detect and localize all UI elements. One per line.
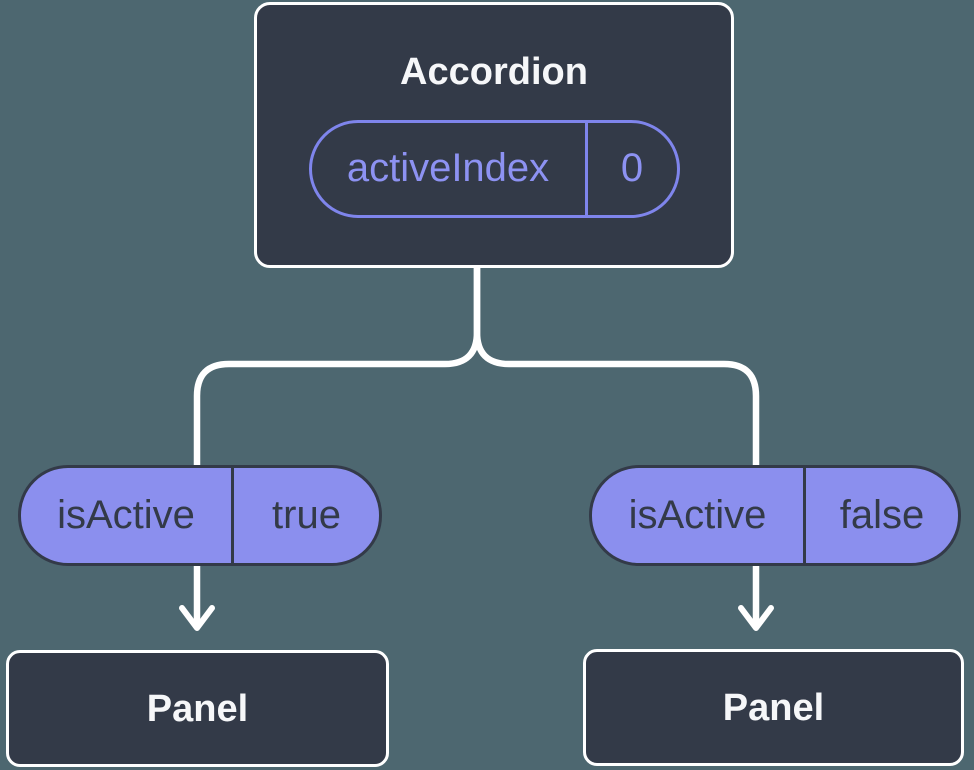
branch-line-right xyxy=(473,262,760,626)
arrowhead-right xyxy=(738,605,774,631)
prop-name-label: activeIndex xyxy=(312,122,588,215)
accordion-node-title: Accordion xyxy=(400,51,588,93)
accordion-node: Accordion activeIndex 0 xyxy=(254,2,734,268)
is-active-pill-true: isActive true xyxy=(18,465,382,566)
prop-value-label: false xyxy=(839,493,925,537)
prop-value-label: true xyxy=(272,493,341,537)
prop-name-label: isActive xyxy=(592,468,806,563)
branch-line-left xyxy=(193,262,481,626)
panel-node-title: Panel xyxy=(146,687,249,730)
prop-value-label: 0 xyxy=(620,146,644,191)
is-active-pill-false: isActive false xyxy=(589,465,961,566)
arrowhead-left xyxy=(179,605,215,631)
panel-node-right: Panel xyxy=(583,649,964,766)
active-index-prop-pill: activeIndex 0 xyxy=(308,119,680,218)
panel-node-left: Panel xyxy=(6,650,389,767)
prop-name-label: isActive xyxy=(21,468,234,563)
panel-node-title: Panel xyxy=(722,686,825,729)
